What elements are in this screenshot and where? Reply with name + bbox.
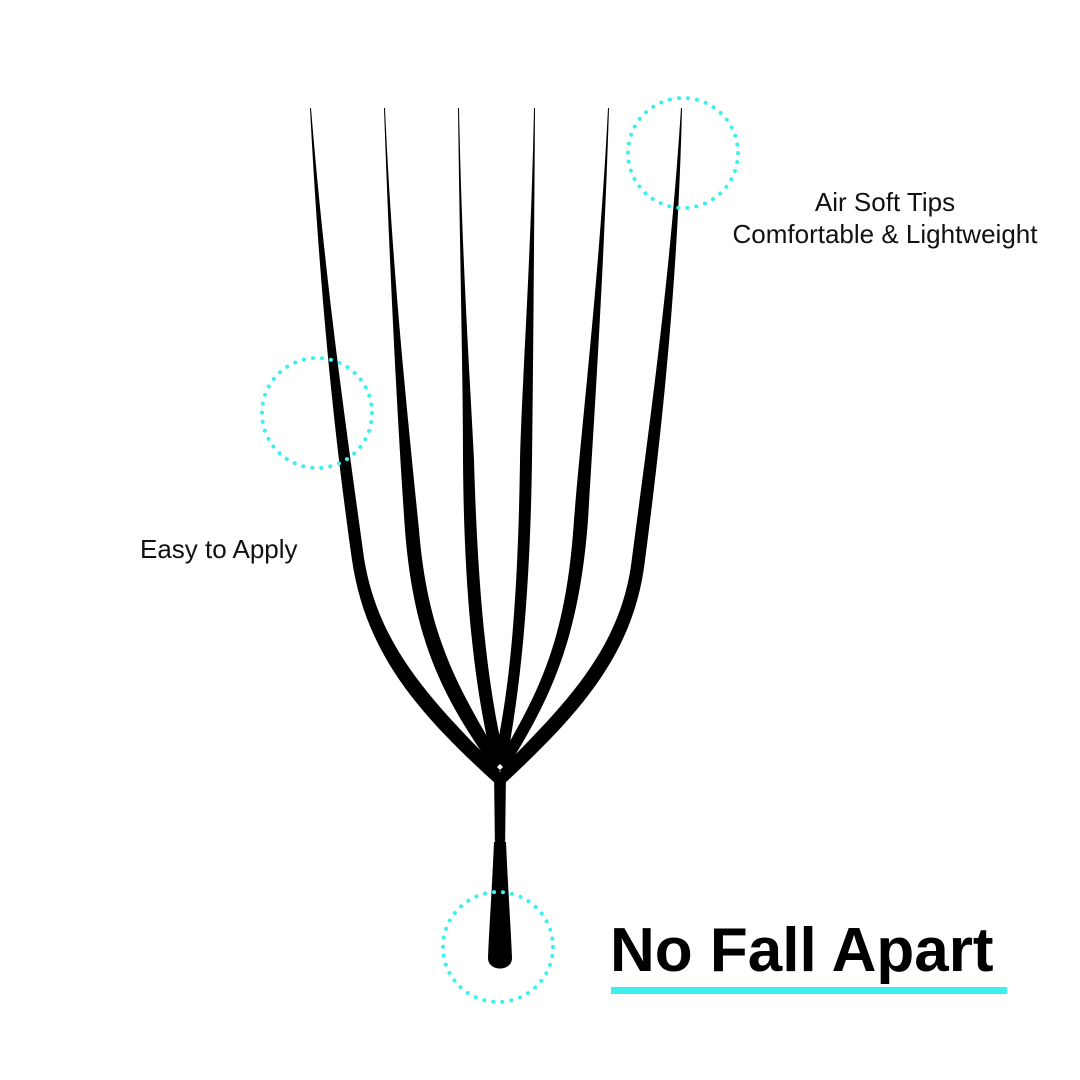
tips-callout: Air Soft Tips Comfortable & Lightweight xyxy=(700,186,1070,250)
lash-stem xyxy=(488,772,512,969)
tips-callout-line2: Comfortable & Lightweight xyxy=(732,219,1038,249)
lash-strand-3 xyxy=(458,108,505,765)
stem-bulb xyxy=(488,842,512,969)
headline: No Fall Apart xyxy=(610,916,994,985)
lash-strand-4 xyxy=(494,108,535,765)
tips-highlight-dotted-circle-icon xyxy=(626,96,740,210)
lash-strand-5 xyxy=(498,108,609,770)
stem-thin xyxy=(494,772,506,850)
lash-strands xyxy=(310,108,682,784)
lash-strand-2 xyxy=(384,108,502,770)
easy-highlight-dotted-circle-icon xyxy=(260,356,374,470)
headline-underline xyxy=(611,987,1007,994)
lash-strand-1 xyxy=(310,108,500,784)
easy-callout: Easy to Apply xyxy=(140,534,298,564)
highlight-circles xyxy=(260,96,740,1004)
base-highlight-dotted-circle-icon xyxy=(441,890,555,1004)
tips-callout-line1: Air Soft Tips xyxy=(814,187,956,217)
